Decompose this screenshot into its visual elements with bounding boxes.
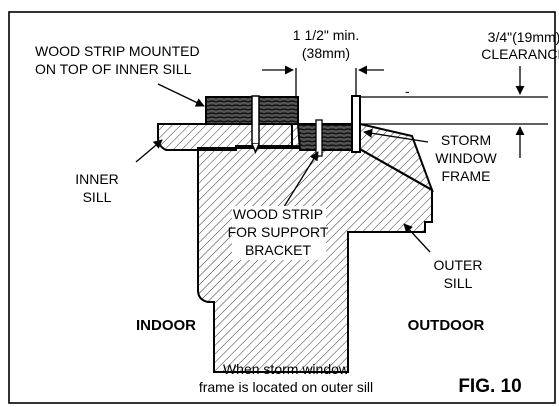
label-dim-1: 1 1/2" min. (293, 27, 359, 43)
leader-inner-sill (135, 139, 163, 163)
label-support-2: FOR SUPPORT (228, 224, 329, 240)
label-clearance-1: 3/4"(19mm) (488, 29, 559, 45)
inner-sill-board (157, 123, 293, 151)
screw-inner (251, 95, 260, 145)
label-wood-strip-2: ON TOP OF INNER SILL (35, 61, 192, 77)
label-inner-sill-2: SILL (83, 189, 112, 205)
label-storm-3: FRAME (442, 168, 491, 184)
label-dim-2: (38mm) (302, 45, 350, 61)
support-wood-strip (296, 123, 353, 151)
label-dash: - (405, 83, 410, 99)
label-indoor: INDOOR (136, 317, 196, 334)
label-outer-sill-2: SILL (444, 275, 473, 291)
caption-line-2: frame is located on outer sill (199, 379, 373, 395)
label-outer-sill-1: OUTER (434, 257, 483, 273)
leader-support (281, 151, 319, 211)
label-storm-2: WINDOW (435, 150, 497, 166)
label-outdoor: OUTDOOR (408, 317, 485, 334)
storm-window-frame (351, 95, 361, 153)
leader-outer-sill (403, 223, 431, 253)
label-support-1: WOOD STRIP (233, 206, 323, 222)
caption-line-1: When storm window (223, 361, 350, 377)
label-wood-strip-1: WOOD STRIP MOUNTED (35, 43, 200, 59)
label-clearance-2: CLEARANCE (481, 46, 559, 62)
label-support-3: BRACKET (245, 242, 312, 258)
figure-number: FIG. 10 (458, 376, 521, 397)
label-inner-sill-1: INNER (75, 171, 119, 187)
figure-border (8, 11, 556, 404)
leader-wood-strip (157, 83, 205, 107)
support-label-bg (232, 206, 326, 260)
label-storm-1: STORM (441, 132, 491, 148)
leader-storm-frame (363, 128, 429, 143)
